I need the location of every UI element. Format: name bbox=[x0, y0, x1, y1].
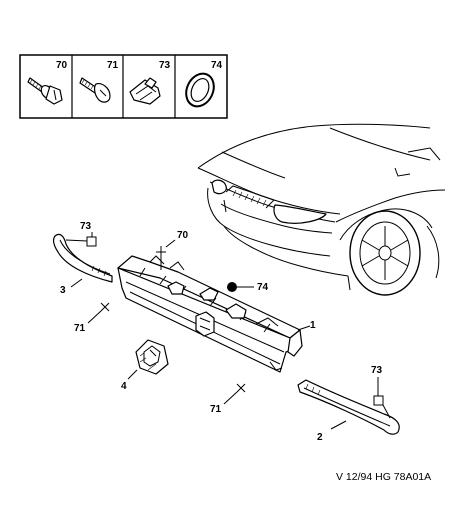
callout-70: 70 bbox=[177, 230, 189, 241]
legend-number-74: 74 bbox=[211, 60, 223, 71]
screw-71-left-mark bbox=[87, 302, 110, 324]
callout-73-left: 73 bbox=[80, 221, 92, 232]
grommet-74-mark bbox=[227, 282, 237, 292]
callout-4: 4 bbox=[121, 381, 127, 392]
vehicle-front-view bbox=[197, 123, 446, 296]
fastener-legend: 70 71 73 74 bbox=[19, 54, 228, 119]
bolt-with-washer-icon bbox=[27, 77, 63, 105]
part-4-bracket bbox=[135, 339, 169, 375]
screw-71-right-mark bbox=[223, 383, 246, 405]
drawing-reference: V 12/94 HG 78A01A bbox=[336, 471, 431, 483]
clip-73-right bbox=[373, 395, 384, 406]
callout-3: 3 bbox=[60, 285, 66, 296]
spring-clip-nut-icon bbox=[129, 77, 161, 105]
legend-number-70: 70 bbox=[56, 60, 68, 71]
callout-2: 2 bbox=[317, 432, 323, 443]
callout-71-right: 71 bbox=[210, 404, 222, 415]
callout-74: 74 bbox=[257, 282, 269, 293]
self-tapping-screw-icon bbox=[79, 77, 111, 103]
legend-number-71: 71 bbox=[107, 60, 119, 71]
callout-73-right: 73 bbox=[371, 365, 383, 376]
callout-1: 1 bbox=[310, 320, 316, 331]
part-3-left-bumper-trim bbox=[52, 233, 113, 283]
part-1-bumper-beam bbox=[117, 255, 303, 373]
rubber-grommet-icon bbox=[185, 72, 215, 108]
bolt-70-mark bbox=[156, 239, 176, 270]
clip-73-left bbox=[86, 236, 97, 247]
part-2-right-bumper-trim bbox=[297, 379, 400, 435]
callout-71-left: 71 bbox=[74, 323, 86, 334]
legend-number-73: 73 bbox=[159, 60, 171, 71]
